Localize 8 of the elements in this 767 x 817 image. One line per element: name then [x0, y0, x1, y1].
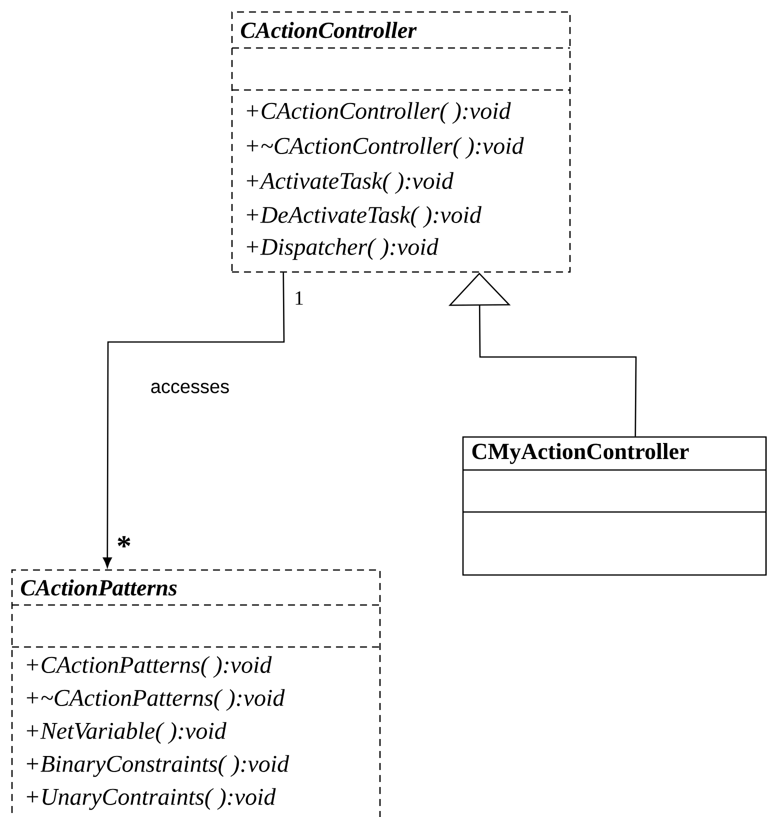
multiplicity-label: *: [118, 536, 130, 548]
connector-arrow: [102, 272, 285, 568]
connector-arrow: [448, 272, 637, 436]
class-box: CActionPatterns +CActionPatterns( ):void +~CActionPatterns( ):void +NetVariable( ):void +BinaryConstraints( ):void +UnaryContraints( ):void: [11, 569, 381, 817]
class-box: CMyActionController: [462, 436, 767, 576]
multiplicity-label: 1: [296, 291, 303, 305]
edge-label: accesses: [149, 382, 231, 394]
class-box: CActionController +CActionController( ):void +~CActionController( ):void +ActivateTask( ):void +DeActivateTask( ):void +Dispatcher( ):void: [231, 11, 571, 273]
